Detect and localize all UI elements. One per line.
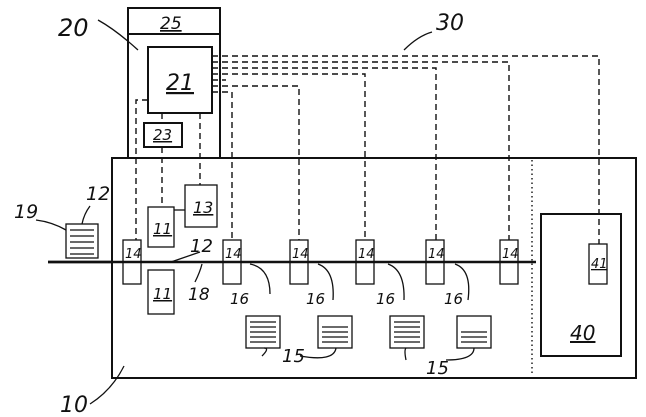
- label-14-2: 14: [225, 247, 242, 262]
- label-25: 25: [160, 14, 182, 34]
- label-12-input: 12: [86, 183, 110, 205]
- leader-lines: [36, 20, 474, 404]
- label-41: 41: [591, 257, 608, 272]
- label-16-2: 16: [306, 290, 325, 308]
- label-16-1: 16: [230, 290, 249, 308]
- label-23: 23: [153, 126, 172, 144]
- label-14-1: 14: [125, 247, 142, 262]
- deflectors-16: [250, 264, 469, 300]
- label-15-right: 15: [426, 358, 449, 379]
- label-21: 21: [166, 71, 194, 96]
- label-11-lower: 11: [153, 285, 172, 303]
- label-20: 20: [58, 14, 89, 42]
- input-stack-12: [66, 224, 98, 258]
- label-40: 40: [570, 321, 595, 345]
- label-16-4: 16: [444, 290, 463, 308]
- label-30: 30: [436, 11, 464, 36]
- label-13: 13: [193, 198, 213, 217]
- output-bins-15: [246, 316, 491, 348]
- label-15-left: 15: [282, 346, 305, 367]
- label-14-6: 14: [502, 247, 519, 262]
- label-10: 10: [60, 393, 88, 417]
- label-11-upper: 11: [153, 220, 172, 238]
- label-14-3: 14: [292, 247, 309, 262]
- label-19: 19: [14, 201, 38, 223]
- label-18: 18: [188, 285, 210, 305]
- label-14-5: 14: [428, 247, 445, 262]
- label-14-4: 14: [358, 247, 375, 262]
- label-16-3: 16: [376, 290, 395, 308]
- label-12-line: 12: [190, 236, 213, 257]
